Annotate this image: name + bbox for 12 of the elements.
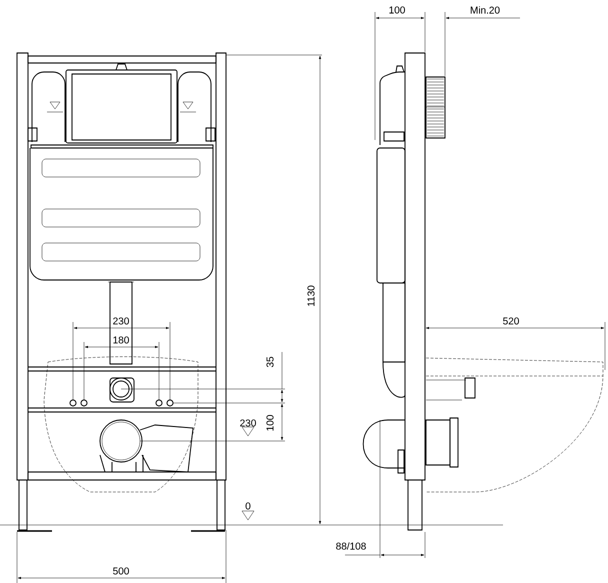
- dimension-label: 230: [113, 317, 129, 325]
- dimension-label: 1130: [307, 286, 315, 306]
- dimension-label: 100: [266, 415, 274, 431]
- dimension-label: 0: [246, 502, 250, 510]
- dimension-label: 520: [503, 317, 519, 325]
- dimension-label: 88/108: [336, 542, 366, 550]
- dimension-label: 230: [240, 419, 256, 427]
- dimension-label: 500: [113, 567, 129, 575]
- dimension-label: 100: [389, 6, 405, 14]
- dimension-label: Min.20: [470, 6, 500, 14]
- dimension-label: 180: [113, 336, 129, 344]
- dimension-label: 35: [266, 356, 274, 368]
